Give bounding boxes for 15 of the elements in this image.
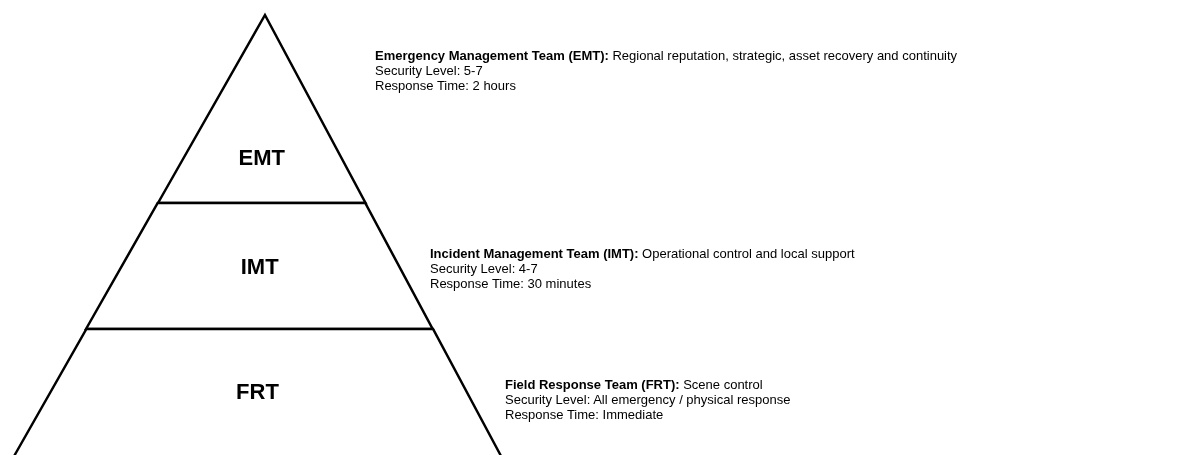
team-description: Field Response Team (FRT): Scene control (505, 377, 764, 392)
security-level-text: Security Level: 4-7 (430, 261, 539, 276)
security-level-text: Security Level: 5-7 (375, 63, 484, 78)
team-description: Emergency Management Team (EMT): Regional reputation, strategic, asset recovery and continuity (375, 48, 958, 63)
pyramid-top-section (158, 15, 366, 203)
response-time-text: Response Time: Immediate (505, 407, 665, 422)
security-level-text: Security Level: All emergency / physical response (505, 392, 791, 407)
response-time-text: Response Time: 2 hours (375, 78, 517, 93)
tier-label: EMT (237, 146, 286, 170)
pyramid-band (12, 329, 502, 455)
team-description: Incident Management Team (IMT): Operational control and local support (430, 246, 855, 261)
pyramid-band (86, 203, 433, 329)
tier-label: IMT (239, 255, 280, 279)
response-time-text: Response Time: 30 minutes (430, 276, 593, 291)
tier-label: FRT (235, 380, 280, 404)
